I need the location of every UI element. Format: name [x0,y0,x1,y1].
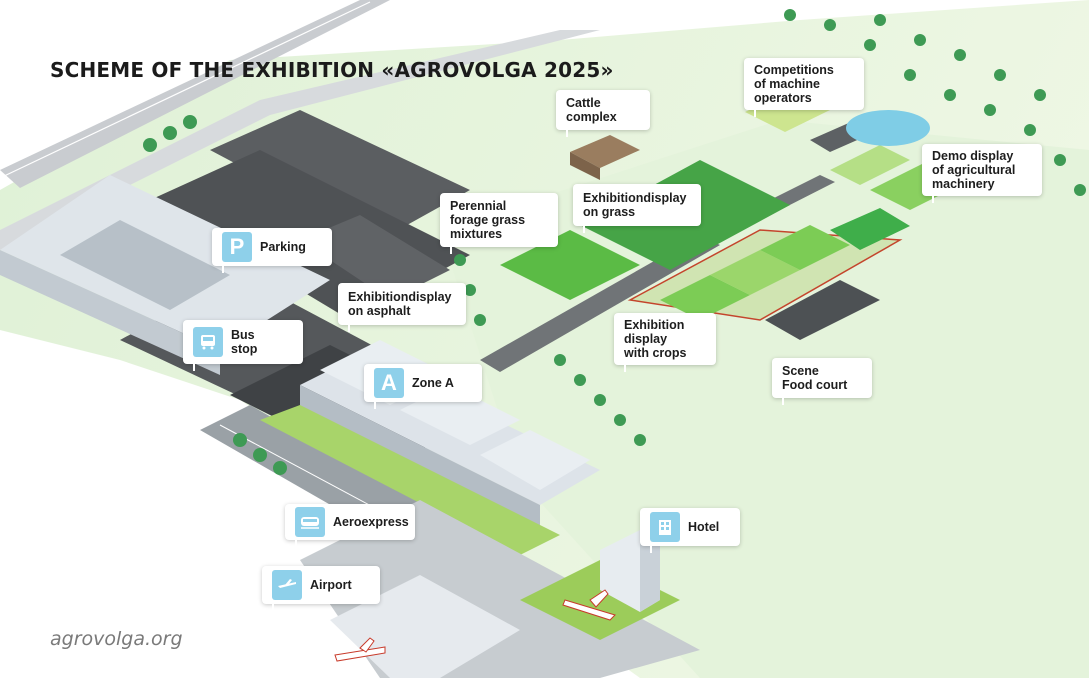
bus-icon [193,327,223,357]
zone-a-icon: A [374,368,404,398]
callout-hotel[interactable]: Hotel [640,508,740,553]
trees [143,9,1086,475]
pond [846,110,930,146]
callout-airport-label: Airport [310,578,352,592]
callout-zone-a-label: Zone A [412,376,454,390]
callout-exhibition-asphalt-label: Exhibitiondisplay on asphalt [348,290,452,318]
callout-demo-display-label: Demo display of agricultural machinery [932,149,1016,191]
parking-building [0,175,330,375]
train-icon [295,507,325,537]
parking-icon: P [222,232,252,262]
airplane-icon [272,570,302,600]
highway [0,0,600,250]
callout-competitions-label: Competitions of machine operators [754,63,834,105]
callout-parking-label: Parking [260,240,306,254]
callout-scene-food-court-label: Scene Food court [782,364,848,392]
callout-parking[interactable]: P Parking [212,228,332,273]
callout-forage-grass[interactable]: Perennial forage grass mixtures [440,193,558,254]
crop-plots [627,208,910,321]
callout-demo-display[interactable]: Demo display of agricultural machinery [922,144,1042,203]
callout-zone-a[interactable]: A Zone A [364,364,482,409]
callout-bus-stop[interactable]: Bus stop [183,320,303,371]
callout-exhibition-crops[interactable]: Exhibition display with crops [614,313,716,372]
callout-cattle-complex-label: Cattle complex [566,96,617,124]
callout-exhibition-asphalt[interactable]: Exhibitiondisplay on asphalt [338,283,466,332]
callout-airport[interactable]: Airport [262,566,380,611]
website-link[interactable]: agrovolga.org [50,628,183,650]
callout-scene-food-court[interactable]: Scene Food court [772,358,872,405]
hotel-icon [650,512,680,542]
page-title: SCHEME OF THE EXHIBITION «AGROVOLGA 2025… [50,58,614,82]
callout-forage-grass-label: Perennial forage grass mixtures [450,199,526,241]
airplane-shape-2 [334,637,386,662]
callout-aeroexpress-label: Aeroexpress [333,515,409,529]
callout-bus-stop-label: Bus stop [231,328,258,356]
food-court-area [765,280,880,340]
callout-hotel-label: Hotel [688,520,720,534]
airplane-shape-1 [562,589,616,621]
callout-competitions[interactable]: Competitions of machine operators [744,58,864,117]
callout-aeroexpress[interactable]: Aeroexpress [285,504,415,547]
hotel-building [600,530,660,612]
callout-cattle-complex[interactable]: Cattle complex [556,90,650,137]
callout-exhibition-grass[interactable]: Exhibitiondisplay on grass [573,184,701,233]
cattle-barn [570,135,640,180]
callout-exhibition-crops-label: Exhibition display with crops [624,318,687,360]
callout-exhibition-grass-label: Exhibitiondisplay on grass [583,191,687,219]
